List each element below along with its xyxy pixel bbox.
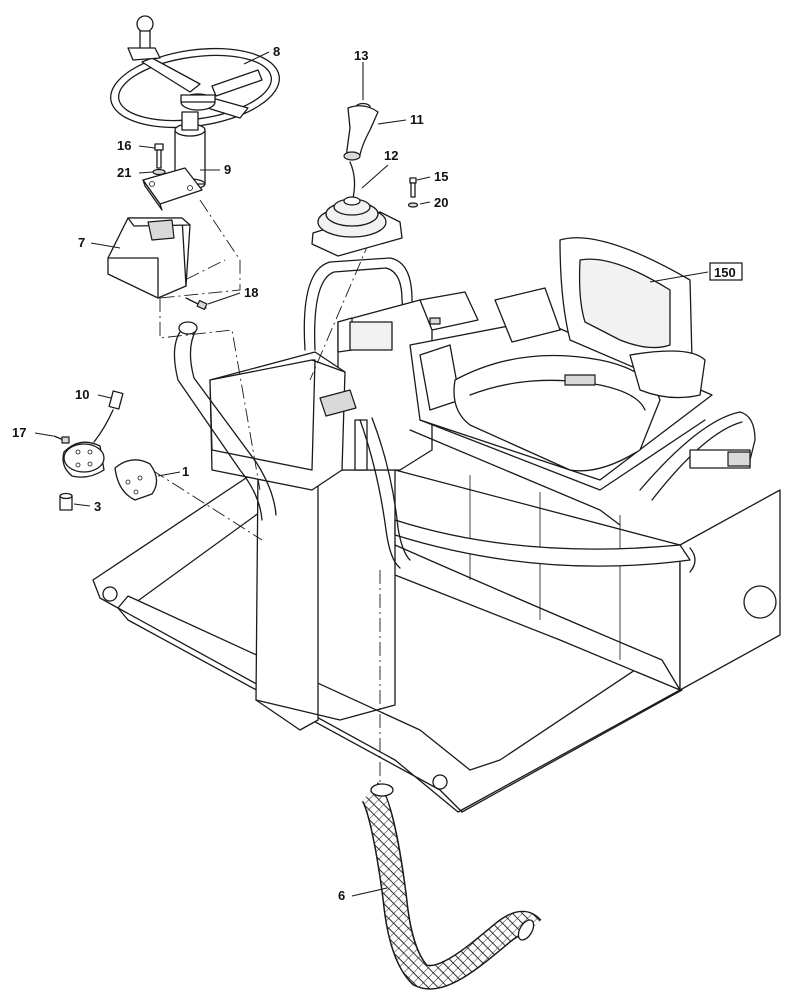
callout-12: 12 bbox=[384, 148, 398, 163]
callout-16: 16 bbox=[117, 138, 131, 153]
chassis-frame bbox=[92, 469, 781, 813]
callout-150: 150 bbox=[714, 265, 736, 280]
callout-17: 17 bbox=[12, 425, 26, 440]
callout-15: 15 bbox=[434, 169, 448, 184]
bolt-part-15 bbox=[409, 177, 417, 198]
callout-7: 7 bbox=[78, 235, 85, 250]
bolt-part-16 bbox=[154, 143, 164, 169]
lever-handle-part-11 bbox=[343, 105, 379, 161]
callout-8: 8 bbox=[273, 44, 280, 59]
callout-labels: 8 13 11 12 15 20 16 21 9 7 18 10 17 17 1… bbox=[12, 44, 743, 903]
callout-6: 6 bbox=[338, 888, 345, 903]
steering-column-part-9 bbox=[142, 111, 206, 211]
steering-box bbox=[209, 351, 368, 491]
callout-150-box bbox=[709, 262, 743, 281]
washer-part-20 bbox=[407, 202, 419, 208]
screw-part-18 bbox=[185, 297, 208, 311]
boot-part-12 bbox=[311, 161, 403, 257]
callout-9: 9 bbox=[224, 162, 231, 177]
callout-21: 21 bbox=[117, 165, 131, 180]
roll-bar bbox=[303, 257, 416, 351]
washer-part-21 bbox=[152, 168, 166, 176]
pipe-rail bbox=[173, 321, 411, 569]
operator-seat bbox=[453, 237, 706, 472]
callout-1: 1 bbox=[182, 464, 189, 479]
steering-wheel-part-8 bbox=[110, 15, 280, 129]
hose-part-6 bbox=[360, 782, 542, 990]
callout-3: 3 bbox=[94, 499, 101, 514]
switch-cable-part-10 bbox=[62, 390, 124, 478]
callout-18: 18 bbox=[244, 285, 258, 300]
callout-13: 13 bbox=[354, 48, 368, 63]
cover-part-7 bbox=[107, 217, 191, 299]
callout-20: 20 bbox=[434, 195, 448, 210]
leader-lines bbox=[34, 51, 709, 897]
screw-part-17 bbox=[53, 435, 70, 444]
callout-10: 10 bbox=[75, 387, 89, 402]
plate-part-1 bbox=[114, 459, 158, 501]
callout-11: 11 bbox=[410, 112, 424, 127]
sleeve-part-3 bbox=[59, 492, 73, 511]
